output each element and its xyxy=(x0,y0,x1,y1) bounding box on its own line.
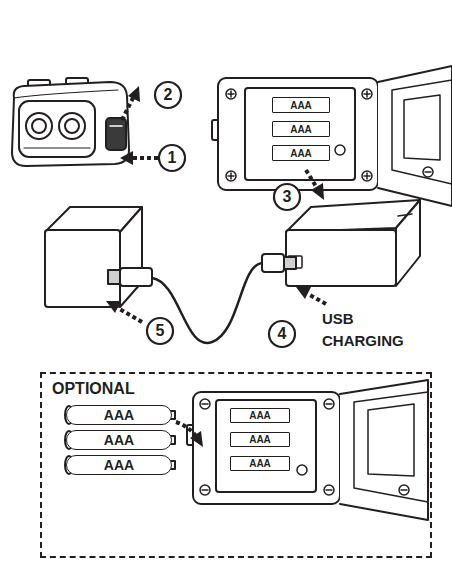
callout-circle xyxy=(269,321,295,347)
battery-label: AAA xyxy=(249,410,271,421)
callout-number: 1 xyxy=(159,145,185,171)
battery-label: AAA xyxy=(290,124,312,135)
aaa-battery: AAA xyxy=(230,456,290,471)
battery-label: AAA xyxy=(104,432,134,448)
callout-circle xyxy=(155,82,181,108)
aaa-battery: AAA xyxy=(66,405,172,425)
usb-cable xyxy=(108,254,296,343)
battery-label: AAA xyxy=(249,434,271,445)
battery-compartment xyxy=(212,66,452,206)
panel-title: OPTIONAL xyxy=(52,380,135,398)
insert-arrow xyxy=(176,422,203,447)
battery-label: AAA xyxy=(104,407,134,423)
arrow-4 xyxy=(296,287,326,304)
arrow-5 xyxy=(106,301,142,322)
battery-label: AAA xyxy=(290,100,312,111)
optional-panel: OPTIONAL AAA AAA AAA AAA AAA AAA xyxy=(40,372,432,558)
battery-pack xyxy=(286,200,420,286)
charger-cube xyxy=(45,207,142,307)
callout-number: 4 xyxy=(269,321,295,347)
aaa-battery: AAA xyxy=(272,121,330,137)
aaa-battery: AAA xyxy=(66,430,172,450)
battery-compartment xyxy=(187,380,428,520)
callout-circle xyxy=(147,318,173,344)
callout-number: 5 xyxy=(147,318,173,344)
arrow-3 xyxy=(306,170,324,200)
loose-battery-ends xyxy=(65,406,175,474)
callout-circle xyxy=(274,184,300,210)
headlamp xyxy=(12,78,129,166)
battery-label: AAA xyxy=(290,148,312,159)
battery-label: AAA xyxy=(249,458,271,469)
callout-number: 2 xyxy=(155,82,181,108)
usb-charging-label: USB CHARGING xyxy=(322,307,417,353)
callout-circle xyxy=(159,145,185,171)
aaa-battery: AAA xyxy=(272,97,330,113)
arrow-2 xyxy=(122,86,140,120)
callout-number: 3 xyxy=(274,184,300,210)
aaa-battery: AAA xyxy=(230,408,290,423)
arrow-1 xyxy=(120,151,158,165)
battery-label: AAA xyxy=(104,457,134,473)
aaa-battery: AAA xyxy=(66,455,172,475)
aaa-battery: AAA xyxy=(272,145,330,161)
aaa-battery: AAA xyxy=(230,432,290,447)
